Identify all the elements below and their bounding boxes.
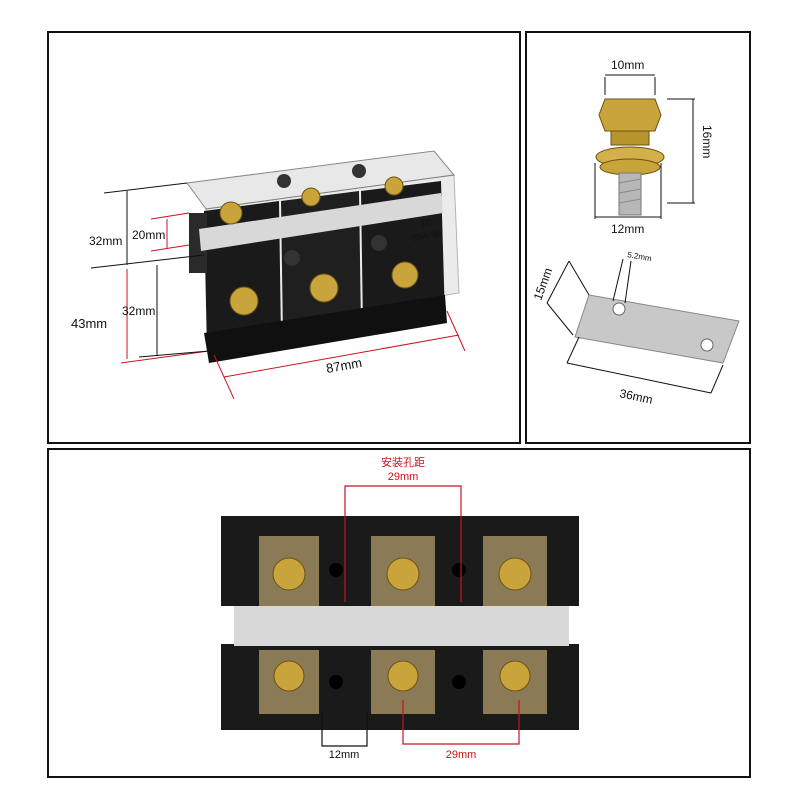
dim-lower-height: 32mm [122,304,155,318]
dim-thread-length: 12mm [611,222,644,236]
screw-dimension-lines [594,74,695,219]
screw-illustration [595,98,665,216]
plate-dimension-lines [546,258,724,394]
dim-top-height: 32mm [89,234,122,248]
screws-upper [219,164,404,225]
front-housing [221,516,579,730]
screw-plate-figure: 10mm 16mm 12mm 5.2mm 15mm 36mm [531,58,740,407]
panel-terminal-dimensions: TC 85A-3P 32mm 20mm 43mm 32mm 87mm [47,31,521,444]
mount-title: 安装孔距 [381,455,425,469]
front-dimension-lines [321,485,520,747]
terminal-block-figure: TC 85A-3P 32mm 20mm 43mm 32mm 87mm [71,150,466,400]
dim-plate-length: 36mm [618,386,654,407]
dim-plate-hole: 5.2mm [627,250,653,263]
mount-spacing: 29mm [388,471,419,483]
screws-lower [229,235,419,316]
front-view-figure: 安装孔距 29mm 12mm 29mm [221,455,579,761]
panel-mounting-spacing: 安装孔距 29mm 12mm 29mm [47,448,751,778]
dimension-lines [90,182,466,400]
front-screws [272,557,532,692]
marker-strip [199,193,443,251]
dim-inner-height: 20mm [132,228,165,242]
slot-width: 12mm [329,749,360,761]
connector-plate [574,294,740,364]
product-label-line1: TC [420,217,434,229]
dim-screw-length: 16mm [700,125,714,158]
dim-head-width: 10mm [611,58,644,72]
dim-total-height: 43mm [71,316,107,331]
dim-length: 87mm [325,355,363,376]
dim-plate-width: 15mm [531,266,556,302]
pitch: 29mm [446,749,477,761]
panel-screw-plate-dimensions: 10mm 16mm 12mm 5.2mm 15mm 36mm [525,31,751,444]
